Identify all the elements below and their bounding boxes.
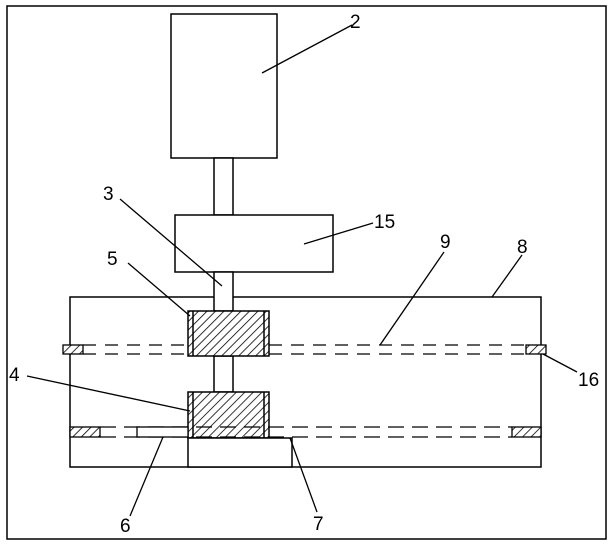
upper-hatched-block [187,310,270,357]
label-shaft: 3 [103,184,114,205]
label-housing: 8 [517,237,528,258]
label-base-pad: 6 [120,516,131,537]
right-bottom-pad [511,426,542,438]
label-motor: 2 [350,12,361,33]
left-bottom-pad [69,426,101,438]
leader-3 [119,198,223,287]
label-gearbox: 15 [374,212,395,233]
leader-16 [542,353,578,373]
right-side-insert [525,344,547,355]
leader-2 [261,24,353,74]
leader-7 [289,437,318,513]
leader-6 [129,436,164,517]
label-rail: 9 [440,232,451,253]
leader-8 [491,254,523,298]
label-upper-block: 5 [107,249,118,270]
label-lower-block: 4 [9,365,20,386]
label-platform: 7 [313,514,324,535]
leader-5 [127,262,191,317]
upper-shaft [213,157,234,216]
housing [69,296,542,468]
leader-4 [26,375,191,412]
lower-hatched-block [187,391,270,439]
leader-9 [379,251,445,346]
gearbox-block [174,214,334,273]
label-side-insert: 16 [578,370,599,391]
outer-frame [6,5,607,540]
leader-15 [303,222,374,245]
platform [187,437,293,468]
left-side-insert [62,344,84,355]
motor-block [170,13,278,159]
lower-shaft-top [213,271,234,312]
lower-shaft-mid [213,355,234,393]
base-pad [136,426,189,438]
